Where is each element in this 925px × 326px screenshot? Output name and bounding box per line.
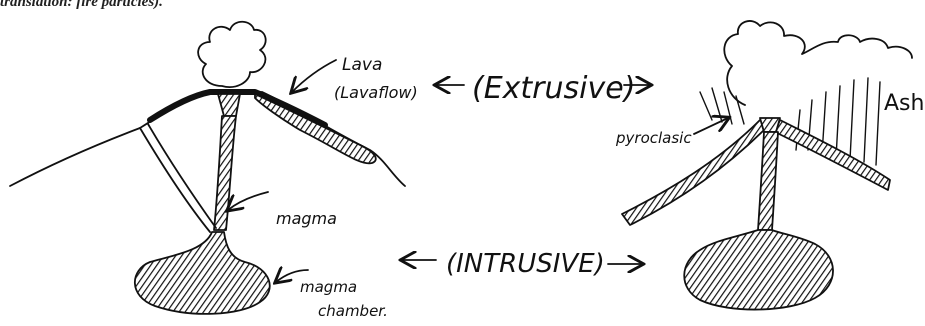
label-extrusive: (Extrusive)	[472, 71, 635, 106]
left-lava-rim	[147, 89, 328, 128]
label-magma: magma	[276, 209, 337, 228]
label-magma-chamber-line1: magma	[300, 278, 357, 296]
left-ground-line	[9, 127, 141, 187]
label-ash: Ash	[884, 91, 924, 116]
magma-chamber-arrow	[276, 270, 309, 282]
label-intrusive: (INTRUSIVE)	[446, 249, 605, 279]
left-eruption-cloud	[197, 20, 267, 88]
left-crater	[217, 93, 241, 117]
top-caption: translation: fire particles).	[0, 0, 163, 10]
left-conduit	[213, 115, 237, 231]
label-pyroclastic: pyroclasic	[615, 129, 692, 147]
lava-arrow	[292, 59, 337, 92]
pyroclastic-arrow	[693, 118, 728, 135]
right-magma-chamber	[683, 229, 834, 311]
label-lava: Lava	[342, 55, 382, 75]
left-lava-flow	[254, 93, 377, 165]
right-ash-cloud	[723, 20, 913, 106]
left-dyke	[139, 127, 211, 233]
pyroclastic-streaks	[699, 87, 745, 125]
left-magma-chamber	[134, 231, 271, 315]
left-volcano	[9, 20, 406, 315]
arrows	[228, 59, 728, 282]
label-lavaflow: (Lavaflow)	[334, 83, 418, 102]
magma-arrow	[228, 191, 269, 210]
right-conduit	[757, 131, 779, 231]
right-crater	[759, 117, 781, 133]
label-magma-chamber-line2: chamber.	[318, 302, 388, 320]
right-right-flank	[774, 119, 891, 191]
right-volcano	[621, 20, 913, 311]
